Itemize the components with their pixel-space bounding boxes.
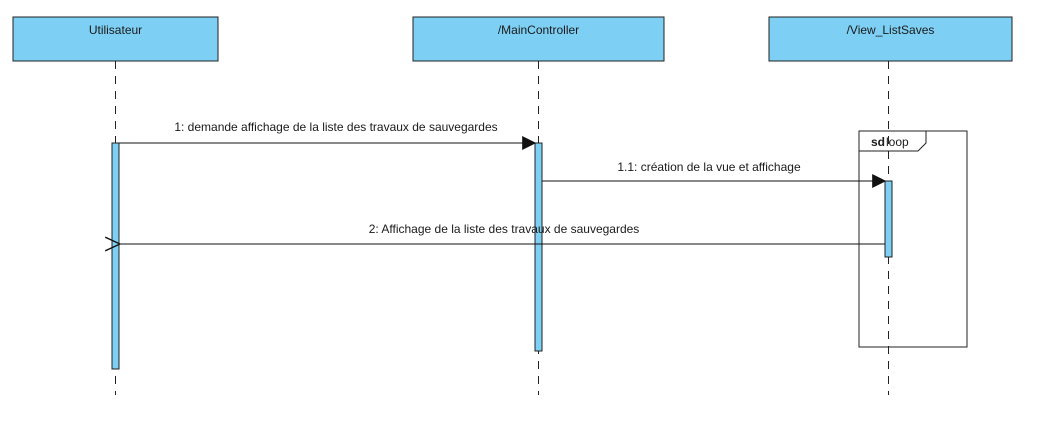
message-1-1: 1.1: création de la vue et affichage (542, 160, 887, 188)
message-1-label: 1: demande affichage de la liste des tra… (174, 120, 497, 134)
activation-view-listsaves (884, 180, 893, 258)
message-2-label: 2: Affichage de la liste des travaux de … (369, 222, 640, 236)
lifeline-head-maincontroller (412, 16, 665, 62)
fragment-tab (859, 130, 927, 152)
lifeline-label-view-listsaves: /View_ListSaves (847, 23, 935, 37)
lifeline-label-maincontroller: /MainController (498, 23, 579, 37)
fragment-name: loop (886, 135, 909, 149)
lifeline-head-utilisateur (12, 16, 219, 62)
lifeline-utilisateur: Utilisateur (12, 16, 219, 395)
fragment-label: sdloop (871, 135, 909, 149)
activation-utilisateur (111, 142, 120, 370)
fragment-box (858, 130, 968, 348)
activation-maincontroller (534, 142, 543, 352)
message-2: 2: Affichage de la liste des travaux de … (120, 222, 885, 244)
fragment-keyword: sd (871, 135, 885, 149)
fragment-frame: sdloop (858, 130, 968, 348)
message-1: 1: demande affichage de la liste des tra… (119, 120, 537, 150)
lifeline-head-view-listsaves (768, 16, 1013, 62)
lifeline-view-listsaves: /View_ListSaves (768, 16, 1013, 395)
lifeline-label-utilisateur: Utilisateur (89, 23, 142, 37)
message-1-1-label: 1.1: création de la vue et affichage (617, 160, 801, 174)
lifeline-maincontroller: /MainController (412, 16, 665, 395)
